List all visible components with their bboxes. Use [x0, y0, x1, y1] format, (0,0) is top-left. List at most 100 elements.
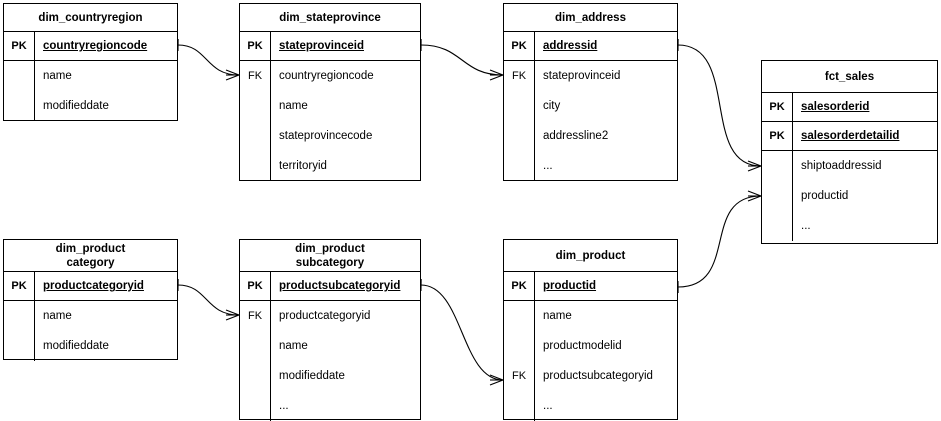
- cardinality-many-marker: [489, 379, 504, 386]
- primary-key-marker: PK: [762, 93, 793, 121]
- relationship-rel-stateprovince-address[interactable]: [420, 38, 504, 81]
- entity-title-dim_stateprovince: dim_stateprovince: [240, 4, 420, 32]
- attribute-row[interactable]: city: [504, 91, 677, 121]
- relationship-rel-productsubcategory-product[interactable]: [420, 278, 504, 386]
- attribute-row[interactable]: PK addressid: [504, 32, 677, 61]
- key-cell-empty: [240, 121, 271, 151]
- key-cell-empty: [504, 91, 535, 121]
- attribute-row[interactable]: ...: [504, 391, 677, 421]
- attribute-name: stateprovinceid: [543, 70, 621, 82]
- relationship-line: [177, 44, 240, 76]
- cardinality-many-marker: [489, 374, 504, 381]
- attribute-name: productsubcategoryid: [279, 280, 401, 292]
- primary-key-marker: PK: [4, 272, 35, 300]
- attribute-row[interactable]: ...: [240, 391, 420, 421]
- attribute-name: ...: [543, 400, 553, 412]
- attribute-row[interactable]: addressline2: [504, 121, 677, 151]
- key-cell-empty: [4, 331, 35, 361]
- attribute-name: shiptoaddressid: [801, 160, 882, 172]
- attribute-name: countryregioncode: [43, 40, 148, 52]
- attribute-name: productcategoryid: [279, 310, 371, 322]
- attribute-row[interactable]: name: [4, 301, 177, 331]
- cardinality-many-marker: [225, 314, 240, 321]
- foreign-key-marker: FK: [504, 61, 535, 91]
- attribute-name: name: [43, 310, 72, 322]
- attribute-name: salesorderdetailid: [801, 130, 900, 142]
- attribute-row[interactable]: ...: [762, 211, 937, 241]
- entity-title-line: dim_product: [295, 242, 365, 255]
- primary-key-marker: PK: [504, 272, 535, 300]
- attribute-row[interactable]: stateprovincecode: [240, 121, 420, 151]
- attribute-name: addressid: [543, 40, 598, 52]
- attribute-row[interactable]: productmodelid: [504, 331, 677, 361]
- primary-key-marker: PK: [504, 32, 535, 60]
- cardinality-many-marker: [489, 74, 504, 81]
- attribute-row[interactable]: modifieddate: [4, 331, 177, 361]
- attribute-row[interactable]: modifieddate: [240, 361, 420, 391]
- primary-key-marker: PK: [240, 32, 271, 60]
- key-cell-empty: [762, 151, 793, 181]
- key-cell-empty: [4, 301, 35, 331]
- attribute-row[interactable]: PK stateprovinceid: [240, 32, 420, 61]
- attribute-name: productcategoryid: [43, 280, 144, 292]
- attribute-row[interactable]: shiptoaddressid: [762, 151, 937, 181]
- entity-filler: [762, 241, 937, 243]
- relationship-rel-countryregion-stateprovince[interactable]: [177, 38, 240, 81]
- relationship-rel-address-sales[interactable]: [677, 38, 762, 172]
- key-cell-empty: [762, 211, 793, 241]
- attribute-row[interactable]: modifieddate: [4, 91, 177, 121]
- key-cell-empty: [240, 331, 271, 361]
- attribute-name: name: [279, 100, 308, 112]
- key-cell-empty: [504, 121, 535, 151]
- entity-title-line: dim_product: [55, 242, 126, 255]
- attribute-row[interactable]: PK salesorderid: [762, 93, 937, 122]
- relationship-rel-product-sales[interactable]: [677, 190, 762, 294]
- cardinality-many-marker: [225, 309, 240, 316]
- attribute-name: productsubcategoryid: [543, 370, 653, 382]
- cardinality-many-marker: [747, 160, 762, 167]
- attribute-row[interactable]: name: [504, 301, 677, 331]
- key-cell-empty: [504, 331, 535, 361]
- primary-key-marker: PK: [4, 32, 35, 60]
- attribute-row[interactable]: territoryid: [240, 151, 420, 181]
- attribute-row[interactable]: FK stateprovinceid: [504, 61, 677, 91]
- attribute-name: ...: [801, 220, 811, 232]
- relationship-line: [177, 284, 240, 316]
- attribute-name: ...: [279, 400, 289, 412]
- attribute-row[interactable]: name: [240, 331, 420, 361]
- attribute-row[interactable]: productid: [762, 181, 937, 211]
- key-cell-empty: [240, 391, 271, 421]
- attribute-row[interactable]: ...: [504, 151, 677, 181]
- entity-title-line: dim_product: [555, 249, 626, 262]
- attribute-name: name: [279, 340, 308, 352]
- attribute-row[interactable]: PK productcategoryid: [4, 272, 177, 301]
- attribute-name: salesorderid: [801, 101, 870, 113]
- key-cell-empty: [240, 361, 271, 391]
- entity-title-line: dim_countryregion: [38, 11, 143, 24]
- attribute-name: modifieddate: [43, 100, 109, 112]
- cardinality-many-marker: [747, 165, 762, 172]
- relationship-rel-productcategory-productsubcategory[interactable]: [177, 278, 240, 321]
- attribute-name: modifieddate: [43, 340, 109, 352]
- attribute-name: productid: [801, 190, 849, 202]
- attribute-name: stateprovinceid: [279, 40, 364, 52]
- attribute-row[interactable]: PK countryregioncode: [4, 32, 177, 61]
- attribute-row[interactable]: name: [240, 91, 420, 121]
- attribute-row[interactable]: name: [4, 61, 177, 91]
- entity-title-line: fct_sales: [824, 70, 875, 83]
- key-cell-empty: [240, 151, 271, 181]
- entity-title-line: dim_address: [555, 11, 626, 24]
